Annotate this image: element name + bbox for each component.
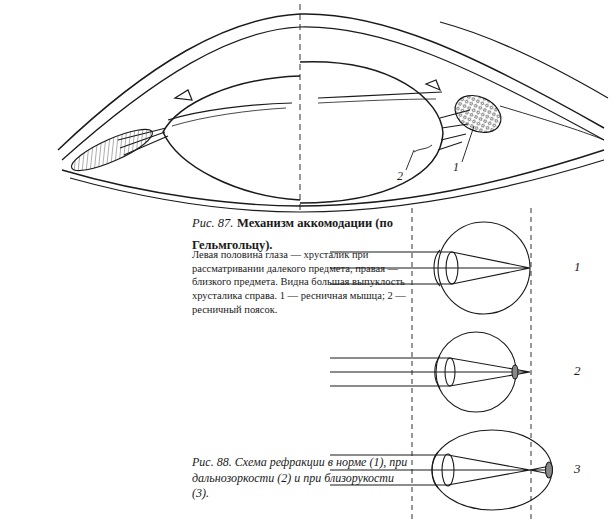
figure-caption: Левая половина глаза — хрусталик при рас… xyxy=(192,248,418,316)
figure-caption: Рис. 88. Схема рефракции в норме (1), пр… xyxy=(192,455,410,502)
callout-number: 3 xyxy=(574,461,581,477)
caption-heading: Рис. 87.Механизм аккомодации (по Гельмго… xyxy=(192,211,424,254)
callout-number: 2 xyxy=(574,363,581,379)
accommodation-drawing xyxy=(58,4,608,212)
callout-number: 2 xyxy=(397,169,403,183)
figure-number: Рис. 87. xyxy=(192,216,233,230)
callout-number: 1 xyxy=(453,160,459,174)
callout-number: 1 xyxy=(574,259,581,275)
